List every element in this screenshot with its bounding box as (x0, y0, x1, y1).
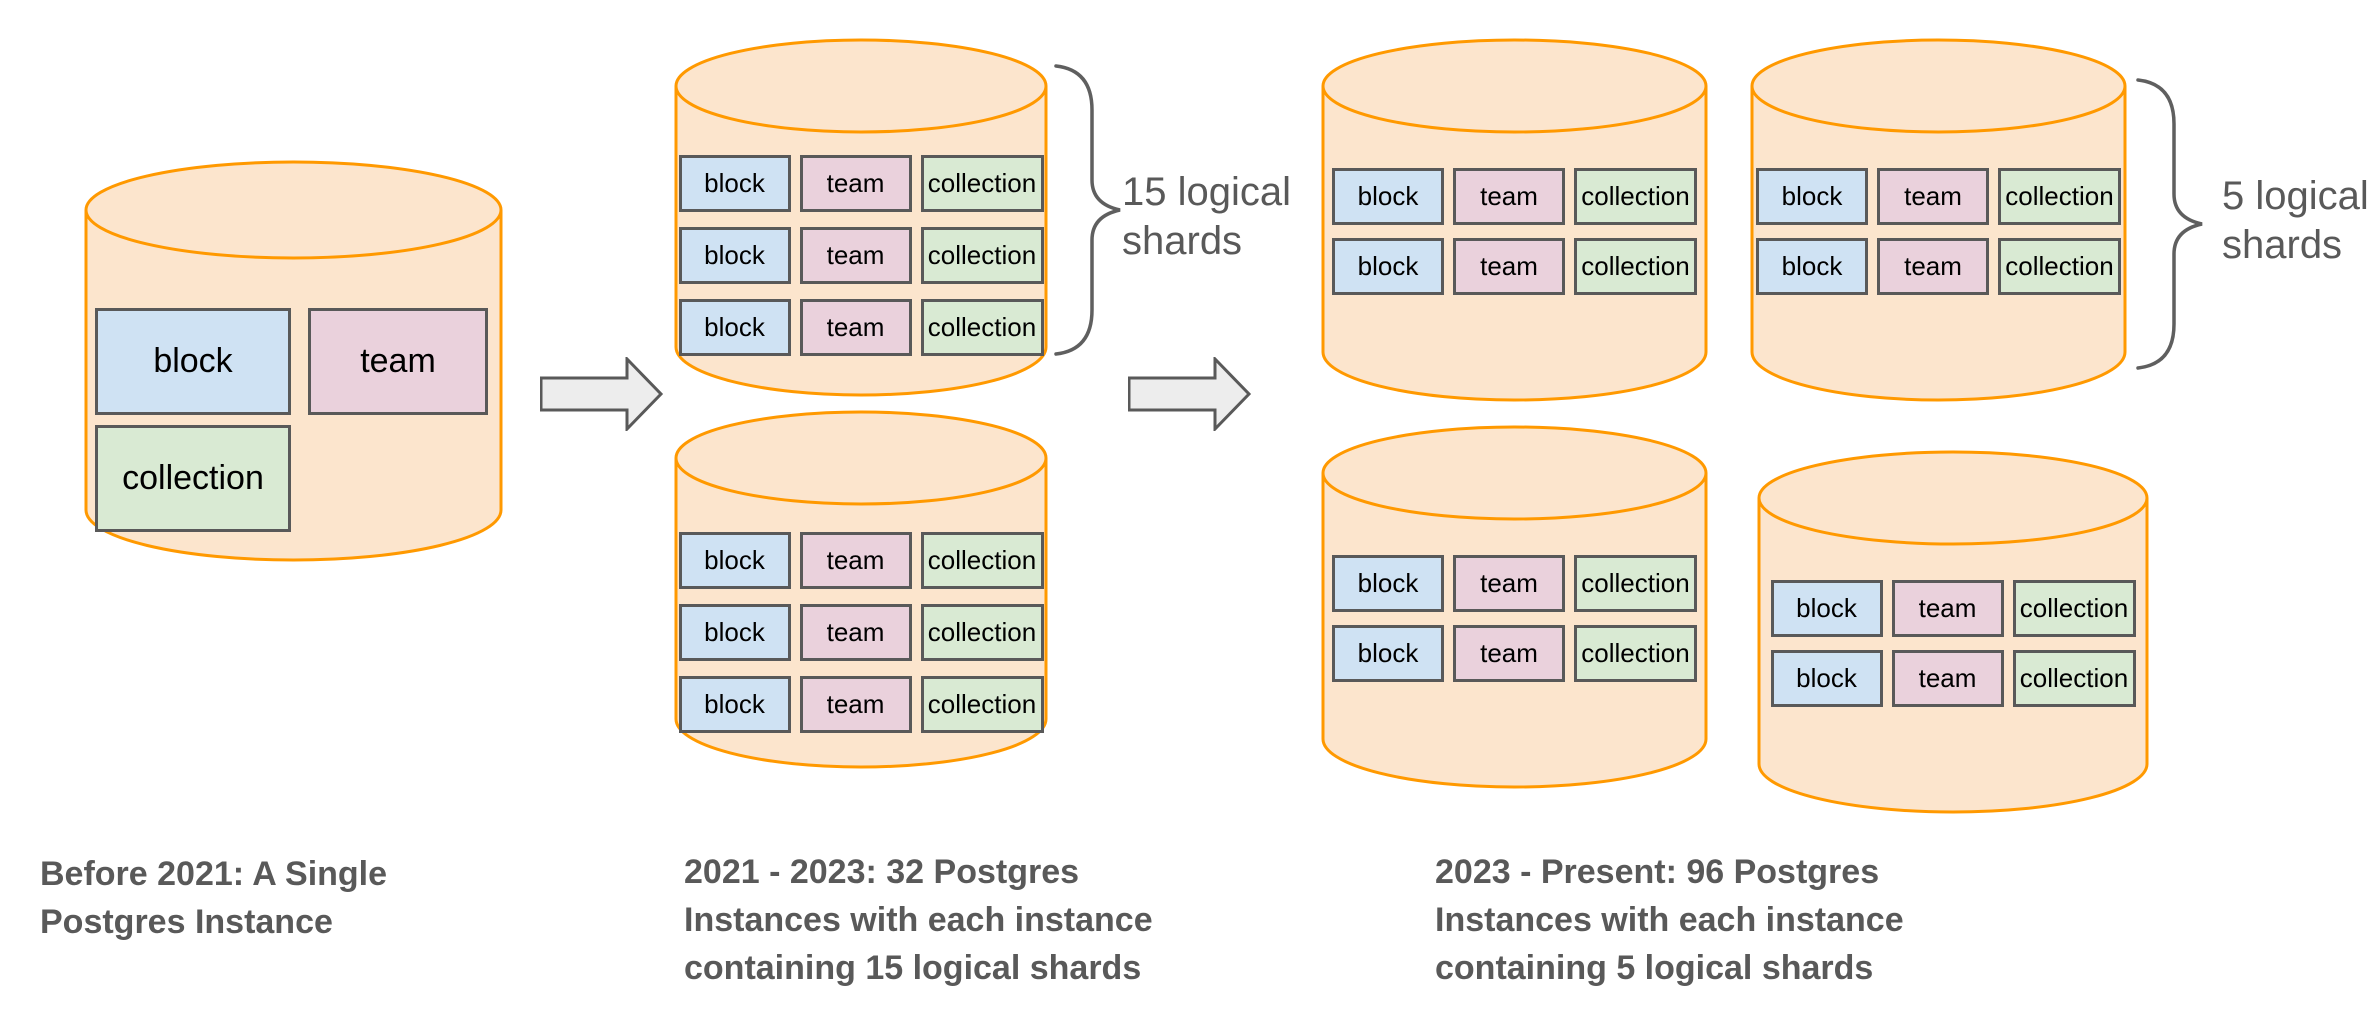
table-box-team: team (799, 604, 912, 661)
table-box-collection: collection (2012, 580, 2136, 637)
table-box-block: block (678, 532, 791, 589)
shards-15-line1: 15 logical (1122, 170, 1292, 214)
table-box-team: team (1891, 650, 2004, 707)
shard-row: block team collection (678, 604, 1044, 661)
shard-row: block team collection (678, 676, 1044, 733)
shard-row: block team collection (1332, 238, 1697, 295)
table-box-collection: collection (2012, 650, 2136, 707)
caption-2021-2023: 2021 - 2023: 32 Postgres Instances with … (684, 848, 1153, 992)
table-box-collection: collection (920, 604, 1044, 661)
table-box-collection: collection (920, 227, 1044, 284)
table-box-team: team (799, 299, 912, 356)
table-box-collection: collection (1574, 625, 1697, 682)
postgres-instance-cylinder-96-c: block team collection block team collect… (1321, 425, 1708, 789)
postgres-instance-cylinder-single: block team collection (84, 160, 503, 562)
table-box-block: block (1332, 168, 1444, 225)
table-box-collection: collection (920, 676, 1044, 733)
cylinder-top-ellipse (84, 160, 503, 260)
table-box-block: block (678, 227, 791, 284)
table-box-team: team (1877, 238, 1989, 295)
cylinder-top-ellipse (674, 410, 1048, 506)
table-box-block: block (1770, 580, 1883, 637)
shard-row: block team collection (1756, 238, 2121, 295)
table-box-collection: collection (920, 532, 1044, 589)
postgres-instance-cylinder-96-d: block team collection block team collect… (1757, 450, 2149, 814)
table-box-block: block (678, 604, 791, 661)
caption-line: Instances with each instance (1435, 901, 1904, 939)
shard-row: block team collection (678, 299, 1044, 356)
table-box-block: block (678, 299, 791, 356)
table-box-team: team (1453, 168, 1565, 225)
table-box-block: block (1756, 168, 1868, 225)
shard-row: block team collection (1332, 555, 1697, 612)
caption-line: containing 15 logical shards (684, 949, 1142, 987)
table-box-team: team (1877, 168, 1989, 225)
shard-row: block team collection (1332, 168, 1697, 225)
table-box-block: block (95, 308, 291, 415)
shard-row: block team collection (1770, 650, 2136, 707)
cylinder-top-ellipse (1321, 38, 1708, 134)
postgres-instance-cylinder-32-top: block team collection block team collect… (674, 38, 1048, 397)
table-box-collection: collection (920, 155, 1044, 212)
table-box-team: team (1453, 238, 1565, 295)
table-box-collection: collection (1574, 238, 1697, 295)
postgres-instance-cylinder-96-a: block team collection block team collect… (1321, 38, 1708, 402)
caption-line: Before 2021: A Single (40, 855, 388, 893)
table-box-team: team (1891, 580, 2004, 637)
table-box-block: block (678, 676, 791, 733)
postgres-instance-cylinder-32-bottom: block team collection block team collect… (674, 410, 1048, 769)
caption-line: 2023 - Present: 96 Postgres (1435, 853, 1880, 891)
table-box-team: team (799, 155, 912, 212)
table-box-collection: collection (1574, 168, 1697, 225)
shards-5-line2: shards (2222, 223, 2343, 267)
table-box-block: block (1756, 238, 1868, 295)
table-box-block: block (1770, 650, 1883, 707)
table-box-collection: collection (1574, 555, 1697, 612)
table-box-team: team (1453, 625, 1565, 682)
cylinder-top-ellipse (674, 38, 1048, 134)
table-box-block: block (1332, 555, 1444, 612)
shard-row: block team collection (678, 532, 1044, 589)
table-box-team: team (308, 308, 488, 415)
postgres-instance-cylinder-96-b: block team collection block team collect… (1750, 38, 2127, 402)
shards-5-line1: 5 logical (2222, 174, 2369, 218)
right-arrow-icon (1128, 357, 1252, 431)
shards-15-label: 15 logical shards (1122, 168, 1291, 266)
caption-line: Instances with each instance (684, 901, 1153, 939)
caption-before-2021: Before 2021: A Single Postgres Instance (40, 850, 387, 946)
table-box-collection: collection (1998, 168, 2121, 225)
table-box-team: team (799, 227, 912, 284)
table-box-block: block (1332, 238, 1444, 295)
caption-line: Postgres Instance (40, 903, 333, 941)
table-box-team: team (1453, 555, 1565, 612)
caption-line: containing 5 logical shards (1435, 949, 1874, 987)
table-box-collection: collection (95, 425, 291, 532)
shard-row: block team collection (678, 227, 1044, 284)
caption-2023-present: 2023 - Present: 96 Postgres Instances wi… (1435, 848, 1904, 992)
table-box-collection: collection (1998, 238, 2121, 295)
curly-brace-icon (1054, 64, 1121, 356)
curly-brace-icon (2136, 78, 2203, 370)
table-box-collection: collection (920, 299, 1044, 356)
cylinder-top-ellipse (1757, 450, 2149, 546)
caption-line: 2021 - 2023: 32 Postgres (684, 853, 1080, 891)
cylinder-top-ellipse (1321, 425, 1708, 521)
table-box-block: block (1332, 625, 1444, 682)
shard-row: block team collection (678, 155, 1044, 212)
shards-15-line2: shards (1122, 219, 1243, 263)
shard-row: block team collection (1770, 580, 2136, 637)
table-box-team: team (799, 676, 912, 733)
shards-5-label: 5 logical shards (2222, 172, 2369, 270)
shard-row: block team collection (1756, 168, 2121, 225)
cylinder-top-ellipse (1750, 38, 2127, 134)
table-box-team: team (799, 532, 912, 589)
shard-row: block team collection (1332, 625, 1697, 682)
right-arrow-icon (540, 357, 664, 431)
table-box-block: block (678, 155, 791, 212)
database-cylinder-icon (1757, 450, 2149, 814)
